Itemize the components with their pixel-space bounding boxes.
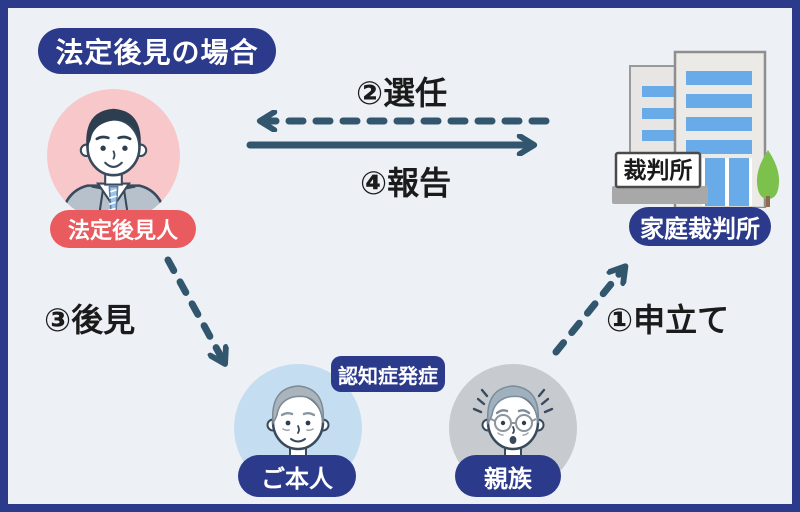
diagram-title: 法定後見の場合	[38, 28, 276, 74]
guardian-avatar-icon	[46, 88, 181, 223]
courthouse-icon: 裁判所	[606, 46, 786, 208]
relative-label: 親族	[455, 455, 561, 497]
edge-label-petition: ①申立て	[606, 302, 730, 338]
edge-label-appointment: ②選任	[356, 75, 448, 111]
edge-label-guardianship: ③後見	[44, 302, 136, 338]
guardian-label: 法定後見人	[50, 210, 196, 248]
court-sign-text: 裁判所	[624, 157, 693, 183]
court-label: 家庭裁判所	[629, 207, 771, 246]
person-label: ご本人	[238, 455, 356, 497]
edge-label-report: ④報告	[360, 165, 452, 201]
dementia-badge: 認知症発症	[331, 356, 445, 392]
arrow-guardianship	[164, 256, 224, 362]
